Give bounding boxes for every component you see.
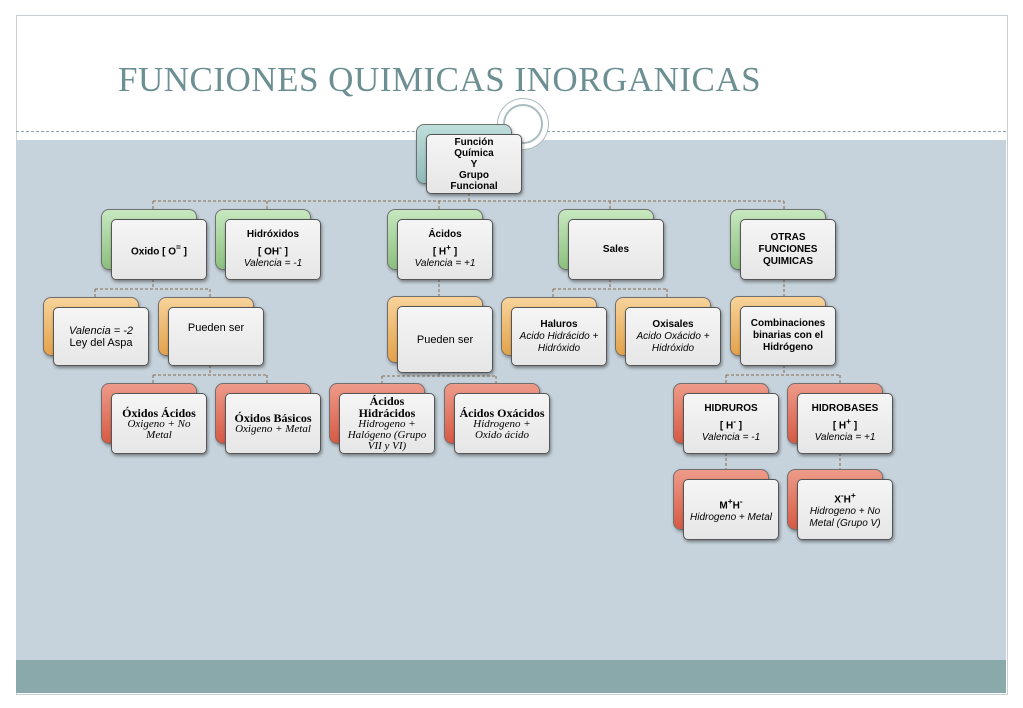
node-hidruros: HIDRUROS [ H- ] Valencia = -1: [673, 383, 779, 454]
node-combinaciones-binarias: Combinaciones binarias con el Hidrógeno: [730, 296, 836, 366]
page-title: FUNCIONES QUIMICAS INORGANICAS: [118, 60, 762, 99]
node-pueden-ser-oxido: Pueden ser: [158, 297, 264, 366]
node-mh: M+H- Hidrogeno + Metal: [673, 469, 779, 540]
footer-band: [16, 660, 1006, 693]
node-oxisales: Oxisales Acido Oxácido + Hidróxido: [615, 297, 721, 366]
node-pueden-ser-acidos: Pueden ser: [387, 296, 493, 373]
node-hidrobases: HIDROBASES [ H+ ] Valencia = +1: [787, 383, 893, 454]
node-oxido: Oxido [ O= ]: [101, 209, 207, 280]
node-acidos-oxacidos: Ácidos Oxácidos Hidrogeno + Oxido ácido: [444, 383, 550, 454]
node-acidos-hidracidos: Ácidos Hidrácidos Hidrogeno + Halógeno (…: [329, 383, 435, 454]
node-oxidos-basicos: Óxidos Básicos Oxigeno + Metal: [215, 383, 321, 454]
node-haluros: Haluros Acido Hidrácido + Hidróxido: [501, 297, 607, 366]
node-oxidos-acidos: Óxidos Ácidos Oxigeno + No Metal: [101, 383, 207, 454]
node-hidroxidos: Hidróxidos [ OH- ] Valencia = -1: [215, 209, 321, 280]
node-otras-funciones: OTRAS FUNCIONES QUIMICAS: [730, 209, 836, 280]
node-funcion-quimica: Función Química Y Grupo Funcional: [416, 124, 522, 194]
node-xh: X-H+ Hidrogeno + No Metal (Grupo V): [787, 469, 893, 540]
node-valencia-oxido: Valencia = -2 Ley del Aspa: [43, 297, 149, 366]
node-sales: Sales: [558, 209, 664, 280]
node-acidos: Ácidos [ H+ ] Valencia = +1: [387, 209, 493, 280]
